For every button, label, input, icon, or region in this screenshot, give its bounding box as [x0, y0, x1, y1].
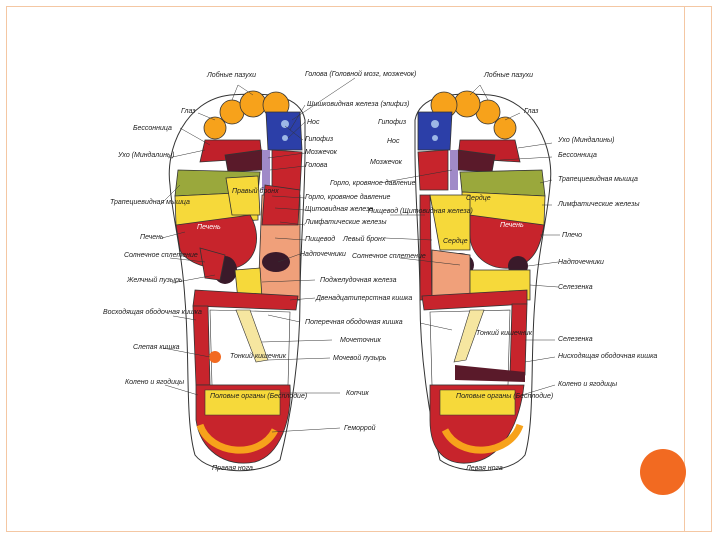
label-trapezius-l: Трапециевидная мышца	[558, 175, 638, 183]
label-heart2: Сердце	[443, 237, 468, 245]
label-liver-left: Печень	[500, 222, 524, 229]
label-appendix-r: Слепая кишка	[133, 344, 180, 351]
left-descending-colon	[510, 304, 527, 375]
label-thyroid: Щитовидная железа	[305, 205, 373, 213]
left-pancreas-zone	[432, 250, 470, 300]
label-sex-organs-l: Половые органы (Бесплодие)	[456, 392, 553, 400]
label-coccyx: Копчик	[346, 390, 369, 397]
right-big-toe-head	[266, 112, 302, 150]
left-trapezius-band	[460, 170, 545, 196]
label-left-foot-caption: Левая нога	[465, 465, 503, 472]
label-spleen-l: Плечо	[562, 232, 582, 239]
label-descending-colon-l: Нисходящая ободочная кишка	[558, 352, 657, 360]
label-knee-hip-r: Колено и ягодицы	[125, 378, 185, 386]
left-toe-5	[494, 117, 516, 139]
left-nose-dot	[432, 135, 438, 141]
label-cerebellum-l: Мозжечок	[370, 159, 403, 166]
label-throat: Горло, кровяное давление	[330, 179, 415, 187]
label-liver-r: Печень	[140, 234, 164, 241]
right-thyroid-zone	[272, 150, 302, 190]
right-pituitary-dot	[281, 120, 289, 128]
label-nose-c: Нос	[307, 119, 320, 126]
label-head: Голова (Головной мозг, мозжечок)	[305, 70, 416, 78]
label-duodenum: Двенадцатиперстная кишка	[315, 294, 412, 302]
left-big-toe-head	[418, 112, 452, 150]
label-bladder: Мочевой пузырь	[333, 354, 387, 362]
right-ascending-colon	[193, 306, 210, 385]
label-pituitary-c: Гипофиз	[305, 136, 334, 143]
label-nose-l: Нос	[387, 138, 400, 145]
label-spleen3-l: Селезенка	[558, 284, 593, 291]
left-toe-3	[454, 91, 480, 117]
right-bronchus-zone	[226, 176, 260, 215]
right-toe-5	[204, 117, 226, 139]
label-eye-l: Глаз	[524, 108, 539, 115]
label-frontal-sinuses-l: Лобные пазухи	[483, 71, 533, 79]
label-frontal-sinuses-r: Лобные пазухи	[206, 71, 256, 79]
right-nose-dot	[282, 135, 288, 141]
label-solar-plexus-r: Солнечное сплетение	[124, 252, 198, 259]
left-foot	[415, 91, 551, 471]
left-thyroid-zone	[418, 150, 448, 190]
label-ear-tonsils-l: Ухо (Миндалины)	[557, 136, 614, 144]
left-pituitary-dot	[431, 120, 439, 128]
label-small-intestine-l: Тонкий кишечник	[476, 329, 533, 337]
label-right-bronchus: Правый бронх	[232, 187, 279, 195]
label-head2-c: Голова	[305, 162, 327, 169]
label-heart: Сердце	[466, 194, 491, 202]
right-throat-band	[262, 150, 270, 190]
label-ear-tonsils-r: Ухо (Миндалины)	[117, 151, 174, 159]
label-liver-inside: Печень	[197, 224, 221, 231]
label-small-intestine-r: Тонкий кишечник	[230, 352, 287, 360]
right-appendix-dot	[209, 351, 221, 363]
label-trapezius-r: Трапециевидная мышца	[110, 198, 190, 206]
label-eye-r: Глаз	[181, 108, 196, 115]
label-pituitary-l: Гипофиз	[378, 119, 407, 126]
label-ureter: Мочеточник	[340, 337, 382, 344]
label-cerebellum-c: Мозжечок	[305, 149, 338, 156]
label-ascending-colon-r: Восходящая ободочная кишка	[103, 308, 202, 316]
right-foot	[169, 91, 305, 471]
label-gallbladder-r: Желчный пузырь	[126, 276, 183, 284]
label-sex-organs-r: Половые органы (Бесплодие)	[210, 392, 307, 400]
label-adrenal-l: Надпочечники	[558, 258, 604, 266]
label-esophagus: Пищевод	[305, 235, 335, 243]
label-esophagus-thyroid: Пищевод (Щитовидная железа)	[368, 207, 473, 215]
label-adrenal-c: Надпочечники	[300, 250, 346, 258]
label-insomnia-r: Бессонница	[133, 125, 172, 132]
label-left-bronchus: Левый бронх	[342, 235, 386, 243]
label-knee-hip-l: Колено и ягодицы	[558, 380, 618, 388]
label-sigmoid-l: Селезенка	[558, 336, 593, 343]
label-throat2: Горло, кровяное давление	[305, 193, 390, 201]
label-solar-plexus-c: Солнечное сплетение	[352, 253, 426, 260]
label-lymph-l: Лимфатические железы	[557, 201, 640, 208]
label-hemorrhoids: Геморрой	[344, 424, 376, 432]
label-right-foot-caption: Правая нога	[212, 465, 253, 472]
label-insomnia-l: Бессонница	[558, 152, 597, 159]
label-pancreas: Поджелудочная железа	[320, 276, 397, 284]
label-lymph: Лимфатические железы	[304, 219, 387, 226]
label-transverse-colon: Поперечная ободочная кишка	[305, 318, 403, 326]
label-epiphysis: Шишковидная железа (эпифиз)	[307, 100, 409, 108]
right-adrenal	[262, 252, 290, 272]
